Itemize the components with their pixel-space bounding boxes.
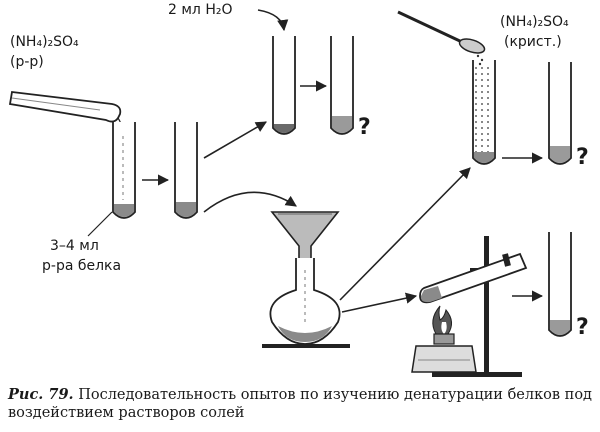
arrow-flask-to-heat [341,292,418,313]
tube-crystals-result [548,62,572,165]
spoon [397,10,486,66]
tube-heat-result [548,232,572,337]
tube-water-before [272,36,296,135]
stand-base-left [262,344,350,348]
arrows [142,9,544,313]
arrow-b-to-c [203,121,267,159]
label-crystals-note: (крист.) [504,34,562,50]
label-solution-note: (р-р) [10,54,44,70]
heated-tube [419,252,528,304]
tube-protein-start [112,122,136,219]
flask [269,258,341,345]
burner-flame [432,305,452,338]
spirit-lamp [411,333,477,373]
arrow-flask-to-e [339,167,471,301]
question-mark-crystals: ? [576,145,589,170]
label-ammonium-sulfate-solution: (NH₄)₂SO₄ [10,34,79,50]
label-protein-volume: 3–4 мл [50,238,99,254]
arrow-b-to-funnel [203,191,297,213]
question-mark-heat: ? [576,315,589,340]
arrow-water-in [257,9,289,32]
tube-water-result [330,36,354,135]
tube-second [174,122,198,219]
label-protein-solution: р-ра белка [42,258,121,274]
label-water-added: 2 мл H₂O [168,2,232,18]
question-mark-water: ? [358,115,371,140]
figure-caption: Рис. 79. Последовательность опытов по из… [8,386,592,422]
pouring-tube [8,91,123,131]
tube-crystals-before [472,60,496,165]
label-ammonium-sulfate-crystals: (NH₄)₂SO₄ [500,14,569,30]
caption-text: Последовательность опытов по изучению де… [8,387,592,421]
caption-figure-number: Рис. 79. [8,386,74,403]
protein-label-leader [87,211,113,237]
